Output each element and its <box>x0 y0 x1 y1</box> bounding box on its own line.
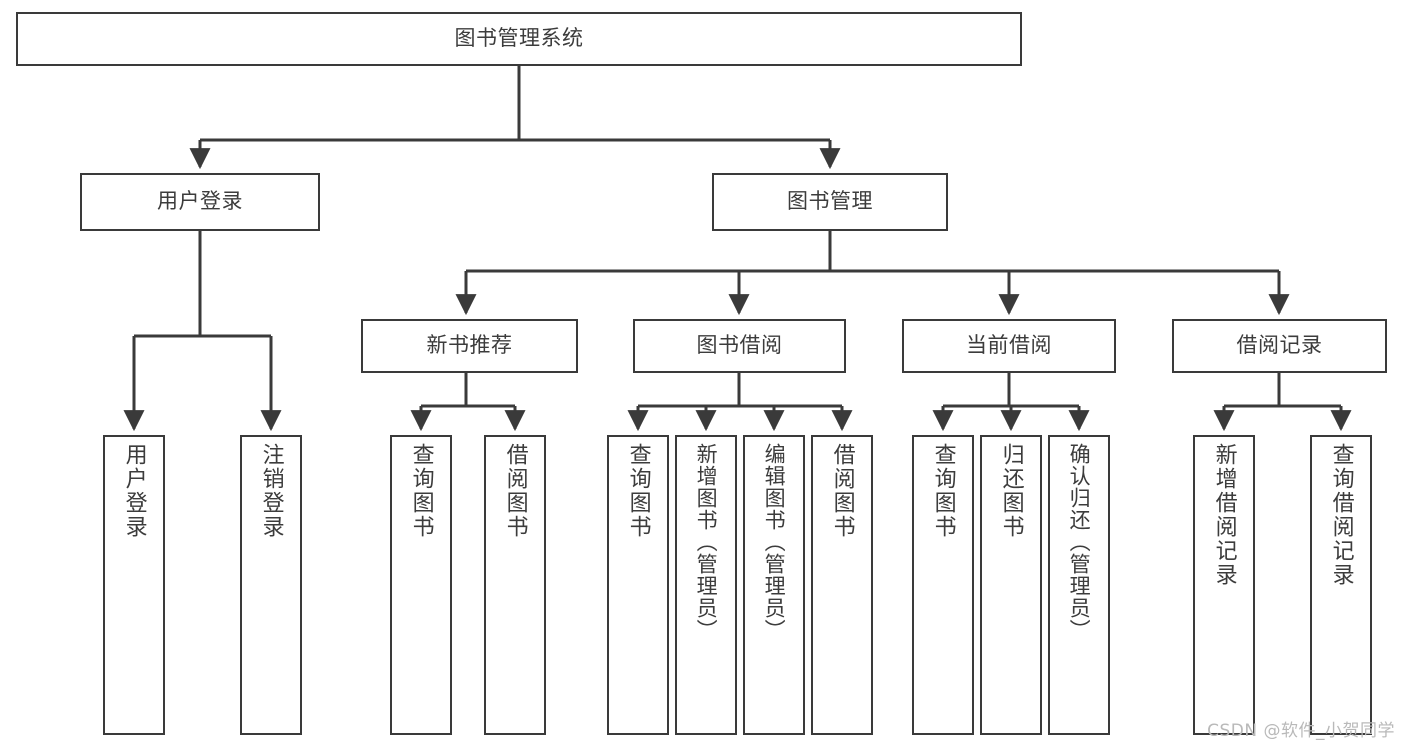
node-leaf-9-label: 查询图书 <box>930 443 956 539</box>
node-leaf-10[interactable]: 归还图书 <box>980 435 1042 735</box>
node-leaf-11[interactable]: 确认归还（管理员） <box>1048 435 1110 735</box>
node-leaf-3-label: 查询图书 <box>408 443 434 539</box>
node-leaf-10-label: 归还图书 <box>998 443 1024 539</box>
node-leaf-4[interactable]: 借阅图书 <box>484 435 546 735</box>
node-leaf-9[interactable]: 查询图书 <box>912 435 974 735</box>
node-level2-2[interactable]: 图书管理 <box>712 173 948 231</box>
node-leaf-12[interactable]: 新增借阅记录 <box>1193 435 1255 735</box>
node-level3-2[interactable]: 图书借阅 <box>633 319 846 373</box>
node-leaf-4-label: 借阅图书 <box>502 443 528 539</box>
node-leaf-6[interactable]: 新增图书（管理员） <box>675 435 737 735</box>
node-level3-1-label: 新书推荐 <box>426 333 513 358</box>
watermark: CSDN @软件_小贺同学 <box>1207 721 1395 741</box>
node-leaf-8-label: 借阅图书 <box>829 443 855 539</box>
node-leaf-1[interactable]: 用户登录 <box>103 435 165 735</box>
node-level3-4-label: 借阅记录 <box>1236 333 1323 358</box>
node-leaf-2[interactable]: 注销登录 <box>240 435 302 735</box>
node-level3-3[interactable]: 当前借阅 <box>902 319 1116 373</box>
node-leaf-3[interactable]: 查询图书 <box>390 435 452 735</box>
node-leaf-6-label: 新增图书（管理员） <box>694 443 719 641</box>
node-leaf-2-label: 注销登录 <box>258 443 284 539</box>
node-leaf-13-label: 查询借阅记录 <box>1328 443 1354 587</box>
node-level2-1-label: 用户登录 <box>157 189 243 214</box>
node-leaf-13[interactable]: 查询借阅记录 <box>1310 435 1372 735</box>
node-level3-4[interactable]: 借阅记录 <box>1172 319 1387 373</box>
node-root[interactable]: 图书管理系统 <box>16 12 1022 66</box>
node-level2-2-label: 图书管理 <box>787 189 873 214</box>
node-level3-3-label: 当前借阅 <box>966 333 1052 358</box>
node-leaf-12-label: 新增借阅记录 <box>1211 443 1237 587</box>
node-leaf-8[interactable]: 借阅图书 <box>811 435 873 735</box>
node-level3-1[interactable]: 新书推荐 <box>361 319 578 373</box>
node-leaf-7-label: 编辑图书（管理员） <box>762 443 787 641</box>
node-leaf-11-label: 确认归还（管理员） <box>1067 443 1092 641</box>
node-leaf-1-label: 用户登录 <box>121 443 147 539</box>
node-level2-1[interactable]: 用户登录 <box>80 173 320 231</box>
node-root-label: 图书管理系统 <box>454 26 584 51</box>
node-level3-2-label: 图书借阅 <box>696 333 783 358</box>
node-leaf-5[interactable]: 查询图书 <box>607 435 669 735</box>
node-leaf-7[interactable]: 编辑图书（管理员） <box>743 435 805 735</box>
node-leaf-5-label: 查询图书 <box>625 443 651 539</box>
